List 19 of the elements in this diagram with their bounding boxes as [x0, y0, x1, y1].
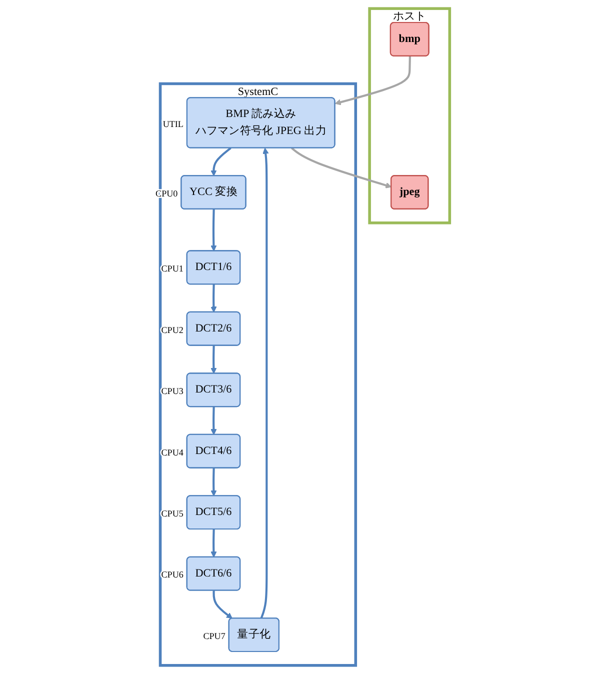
arrow — [213, 590, 233, 619]
arrow — [211, 346, 218, 374]
arrow — [211, 209, 218, 252]
arrow — [335, 56, 412, 106]
cpu-label: CPU7 — [204, 630, 226, 641]
arrow — [291, 147, 392, 188]
arrow — [211, 284, 218, 313]
arrow — [211, 147, 232, 176]
cpu-label: CPU1 — [162, 264, 184, 274]
cpu-label: CPU3 — [162, 386, 184, 396]
cpu-label: CPU4 — [162, 447, 184, 458]
arrow — [211, 406, 218, 436]
cpu-label: CPU5 — [162, 508, 184, 519]
arrow — [211, 468, 218, 496]
cpu-label: CPU6 — [162, 570, 184, 580]
arrow — [211, 529, 218, 558]
arrow — [260, 148, 270, 619]
cpu-label: CPU2 — [162, 324, 184, 335]
cpu-label: UTIL — [163, 118, 184, 129]
